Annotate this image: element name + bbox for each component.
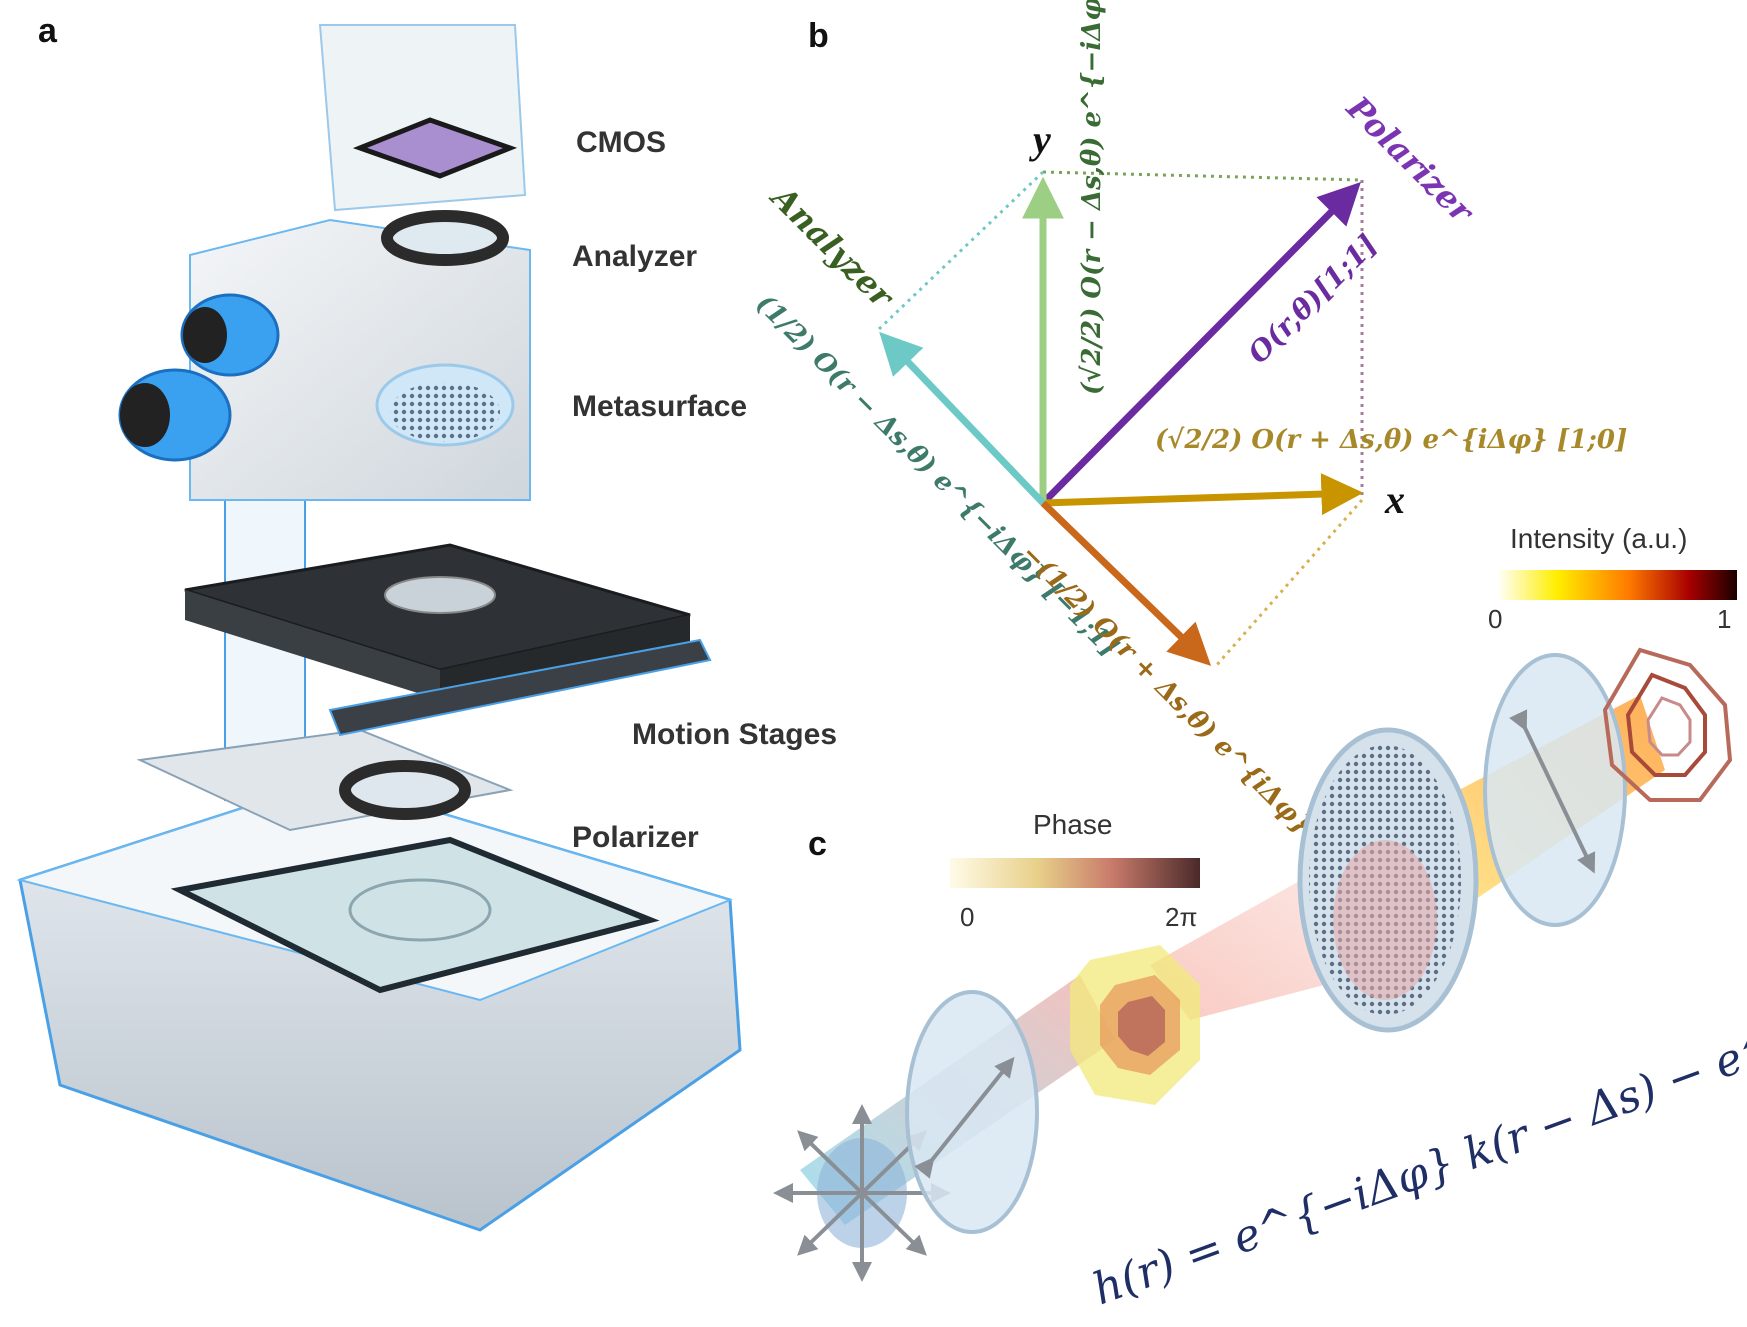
label-metasurface: Metasurface — [572, 390, 747, 423]
phase-min-label: 0 — [960, 902, 974, 932]
camera-head — [318, 24, 527, 212]
intensity-colorbar-title: Intensity (a.u.) — [1510, 523, 1687, 554]
phase-object — [1070, 945, 1200, 1105]
vector-analyzer — [879, 331, 1046, 506]
panel-c-letter: c — [808, 825, 827, 863]
panel-a-letter: a — [38, 12, 58, 50]
analyzer-disk — [1483, 653, 1627, 927]
phase-colorbar: Phase 0 2π — [950, 809, 1200, 932]
x-vector-label: (√2/2) O(r + Δs,θ) e^{iΔφ} [1;0] — [1155, 425, 1627, 455]
analyzer-ring — [381, 210, 509, 266]
cmos-sensor — [352, 117, 518, 179]
axis-label-y: y — [1029, 117, 1051, 162]
axis-label-x: x — [1384, 477, 1405, 522]
phase-max-label: 2π — [1165, 902, 1197, 932]
analyzer-axis-label: Analyzer — [762, 177, 902, 317]
vector-x — [1042, 473, 1364, 516]
label-polarizer: Polarizer — [572, 821, 699, 854]
phase-gradient-bar — [950, 858, 1200, 888]
microscope-illustration — [16, 24, 742, 1232]
focus-knob-lower — [118, 368, 232, 462]
polarizer-axis-label: Polarizer — [1339, 88, 1483, 232]
polarizer-disk — [905, 990, 1039, 1234]
guide-lines — [876, 170, 1364, 668]
intensity-max-label: 1 — [1717, 604, 1731, 634]
focus-knob-upper — [180, 293, 280, 377]
intensity-colorbar: Intensity (a.u.) 0 1 — [1488, 523, 1737, 634]
label-analyzer: Analyzer — [572, 240, 697, 273]
sample-ring — [348, 878, 492, 942]
metasurface-disk-c — [1297, 727, 1479, 1033]
panel-b-letter: b — [808, 17, 829, 55]
intensity-gradient-bar — [1497, 570, 1737, 600]
vector-negative — [1040, 500, 1212, 666]
label-motion-stages: Motion Stages — [632, 718, 837, 751]
output-contours — [1602, 647, 1733, 802]
unpolarized-light-source — [773, 1104, 951, 1282]
intensity-min-label: 0 — [1488, 604, 1502, 634]
phase-colorbar-title: Phase — [1033, 809, 1112, 840]
sample-plate — [170, 836, 660, 994]
polarizer-ring — [339, 760, 471, 820]
y-vector-label: (√2/2) O(r − Δs,θ) e^{−iΔφ} [0;1] — [1077, 0, 1107, 395]
label-cmos: CMOS — [576, 126, 666, 159]
vector-polarizer — [1040, 182, 1361, 506]
panel-a: a — [16, 12, 837, 1232]
panel-c: c Intensity (a.u.) 0 1 Phase 0 2π — [773, 523, 1747, 1315]
